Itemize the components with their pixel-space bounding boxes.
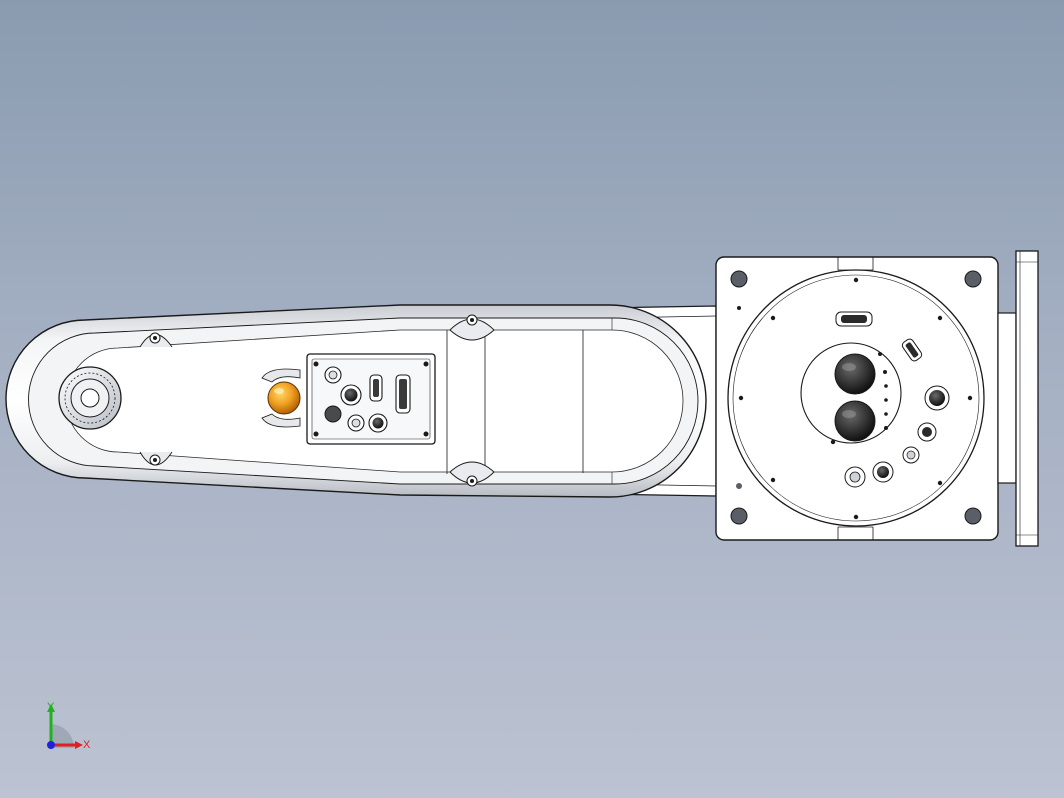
- round-connector-3: [368, 413, 388, 433]
- d-sub-connector-large: [395, 374, 411, 414]
- motor-knob-upper: [834, 353, 876, 395]
- round-connector-base-3: [872, 461, 894, 483]
- mounting-boss-bottom-right: [449, 461, 495, 487]
- air-fitting-2: [347, 414, 365, 432]
- motor-knob-lower: [834, 400, 876, 442]
- triad-y-arrow: [47, 704, 55, 712]
- air-fitting-base-1: [902, 446, 920, 464]
- d-sub-connector-base-angled: [901, 338, 923, 362]
- round-connector-base-2: [917, 422, 937, 442]
- triad-y-label: Y: [47, 701, 55, 713]
- corner-hole-top-right: [964, 270, 982, 288]
- round-connector-1: [340, 384, 362, 406]
- triad-x-arrow: [75, 741, 83, 749]
- corner-hole-top-left: [730, 270, 748, 288]
- round-connector-2: [324, 405, 342, 423]
- corner-hole-bottom-right: [964, 507, 982, 525]
- triad-x-label: X: [83, 739, 91, 751]
- air-fitting-1: [324, 366, 342, 384]
- corner-hole-bottom-left: [730, 507, 748, 525]
- end-bearing: [58, 366, 122, 430]
- round-connector-base-1: [924, 385, 950, 411]
- coordinate-triad: X Y: [47, 701, 91, 751]
- triad-z-axis: [47, 741, 55, 749]
- indicator-lamp: [261, 368, 301, 428]
- mounting-boss-bottom-left: [139, 451, 173, 466]
- mounting-boss-top-left: [139, 332, 173, 348]
- d-sub-connector-base-top: [835, 311, 873, 327]
- side-bracket: [997, 250, 1039, 547]
- connector-panel: [306, 353, 436, 445]
- d-sub-connector-small: [369, 374, 383, 402]
- air-fitting-base-2: [844, 466, 866, 488]
- mounting-boss-top-right: [449, 314, 495, 341]
